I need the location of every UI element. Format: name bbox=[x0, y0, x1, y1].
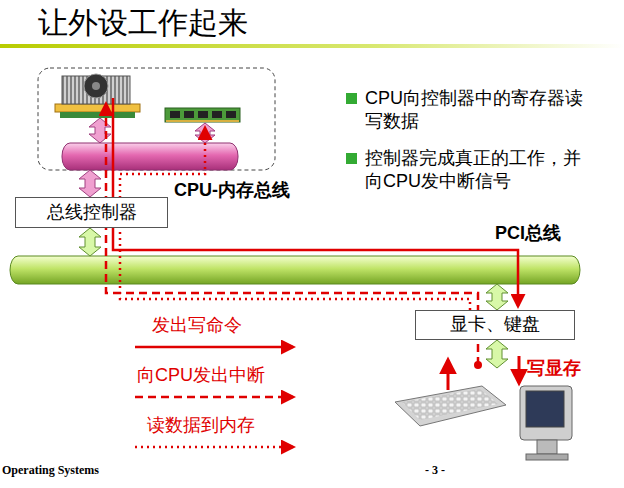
cpu-memory-group bbox=[38, 68, 275, 170]
cpu-chip bbox=[55, 74, 140, 118]
box-label: 显卡、键盘 bbox=[450, 314, 540, 336]
cpu-memory-bus: CPU-内存总线 bbox=[62, 143, 238, 170]
title-underline bbox=[0, 44, 624, 48]
bullet-square bbox=[346, 93, 357, 104]
legend-sample-line bbox=[135, 396, 293, 399]
bus-link-arrow bbox=[486, 284, 508, 310]
signal-label: 写显存 bbox=[527, 357, 581, 380]
device-arrow bbox=[486, 340, 508, 368]
slide-title: 让外设工作起来 bbox=[38, 4, 248, 42]
page-number: - 3 - bbox=[425, 463, 445, 478]
cpu-bus-arrow bbox=[89, 118, 111, 143]
legend-text: 向CPU发出中断 bbox=[137, 364, 265, 387]
footer-text: Operating Systems bbox=[2, 463, 99, 478]
interrupt-source-dot bbox=[474, 361, 482, 369]
memory-module bbox=[165, 108, 240, 122]
bullet-square bbox=[346, 153, 357, 164]
bus-label: PCI总线 bbox=[493, 223, 563, 245]
write-vram-arrow bbox=[518, 356, 521, 383]
bus-label: CPU-内存总线 bbox=[172, 180, 292, 202]
keyboard-input-arrow bbox=[447, 360, 450, 390]
pci-bus-band bbox=[10, 256, 580, 284]
bus-controller-box: 总线控制器 bbox=[15, 197, 168, 228]
write-command-path bbox=[113, 98, 518, 306]
legend-sample-line bbox=[135, 446, 293, 449]
box-label: 总线控制器 bbox=[47, 202, 137, 224]
pci-bus: PCI总线 bbox=[10, 256, 580, 284]
monitor bbox=[520, 386, 572, 460]
cpu-memory-bus-band bbox=[62, 143, 238, 170]
bullet-text: CPU向控制器中的寄存器读写数据 bbox=[365, 87, 590, 132]
legend-text: 发出写命令 bbox=[152, 314, 242, 337]
bus-link-arrow bbox=[79, 228, 101, 256]
legend-text: 读数据到内存 bbox=[147, 414, 255, 437]
legend-sample-line bbox=[135, 346, 293, 349]
bullet-text: 控制器完成真正的工作，并向CPU发中断信号 bbox=[365, 147, 590, 192]
bus-link-arrow bbox=[79, 170, 101, 197]
device-controller-box: 显卡、键盘 bbox=[415, 310, 575, 340]
keyboard bbox=[395, 386, 506, 426]
